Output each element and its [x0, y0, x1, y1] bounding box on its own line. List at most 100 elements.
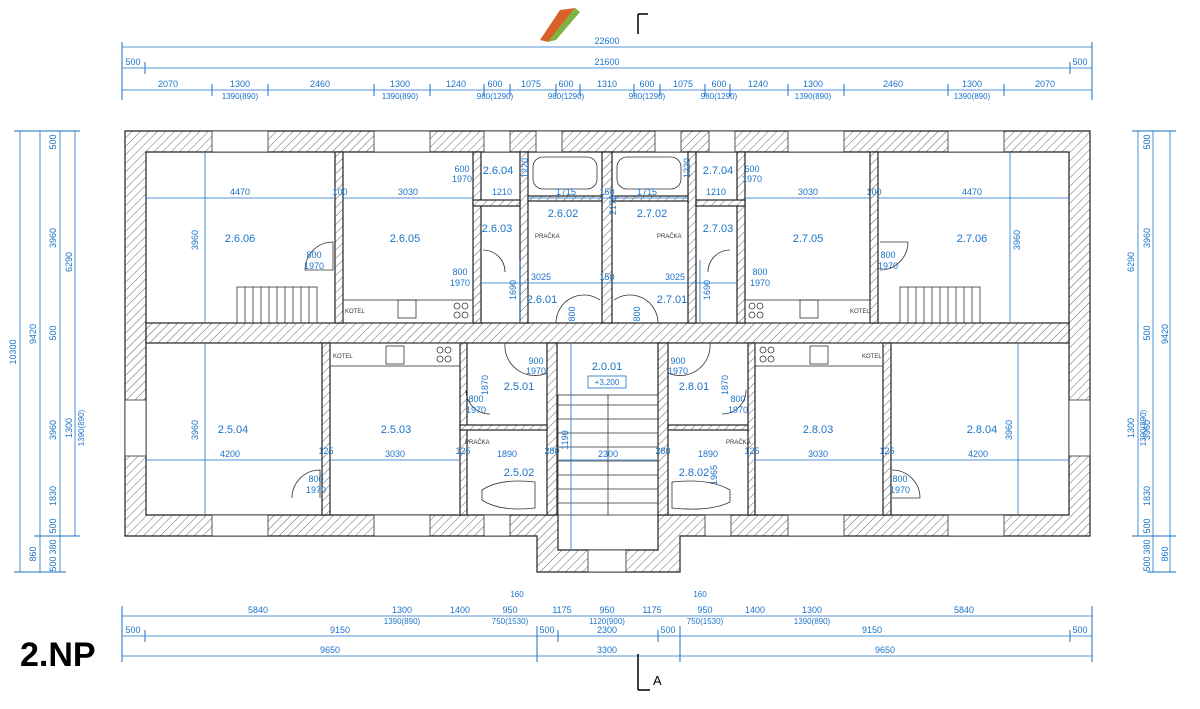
door-1970-d: 1970 — [890, 485, 910, 495]
door-1970-h: 1970 — [742, 174, 762, 184]
dim-b3-1: 3300 — [597, 645, 617, 655]
dim-b1-6: 1175 — [642, 605, 661, 615]
dim-top-inner: 21600 — [594, 57, 619, 67]
dim-b1s-3: 750(1530) — [687, 617, 724, 626]
dim-b-160-r: 160 — [693, 590, 707, 599]
dim-b1s-1: 750(1530) — [492, 617, 529, 626]
dim-t3-12: 1240 — [748, 79, 768, 89]
door-1970-a: 1970 — [304, 261, 324, 271]
dim-t3s-0: 1390(890) — [222, 92, 259, 101]
dim-t3s-5: 980(1290) — [701, 92, 738, 101]
dim-t3s-4: 980(1290) — [629, 92, 666, 101]
dim-b1-1: 1300 — [392, 605, 412, 615]
dim-t3-5: 600 — [487, 79, 502, 89]
door-900-b: 900 — [670, 356, 685, 366]
dim-1210-l: 1210 — [492, 187, 512, 197]
dim-t3-13: 1300 — [803, 79, 823, 89]
door-800-d: 800 — [892, 474, 907, 484]
dim-left-500a: 500 — [48, 134, 58, 149]
dim-280-l: 280 — [544, 446, 559, 456]
room-2-8-01: 2.8.01 — [679, 381, 710, 393]
section-marker: A — [637, 654, 662, 691]
dim-r503-w: 3030 — [385, 449, 405, 459]
dim-b1-2: 1400 — [450, 605, 470, 615]
room-labels: 2.6.06 2.6.05 2.6.04 2.6.03 2.6.02 2.6.0… — [218, 165, 998, 479]
dim-b1-10: 5840 — [954, 605, 974, 615]
dim-t3-6: 1075 — [521, 79, 541, 89]
floor-title: 2.NP — [20, 636, 96, 674]
dim-right-1390: 1390(890) — [1139, 409, 1148, 446]
dim-1190: 1190 — [560, 430, 570, 449]
room-2-7-03: 2.7.03 — [703, 223, 734, 235]
dim-t3s-7: 1390(890) — [954, 92, 991, 101]
windows — [124, 130, 1091, 573]
dim-1965: 1965 — [709, 465, 719, 485]
staircase — [557, 394, 659, 516]
dim-150-top: 150 — [599, 187, 614, 197]
dim-left-380: 380 — [48, 539, 58, 554]
dim-r803-w: 3030 — [808, 449, 828, 459]
door-1970-i: 1970 — [526, 366, 546, 376]
room-2-6-02: 2.6.02 — [548, 208, 579, 220]
door-1970-e: 1970 — [450, 278, 470, 288]
dim-right-9420: 9420 — [1160, 324, 1170, 344]
section-label: A — [653, 673, 662, 688]
door-1970-c: 1970 — [306, 485, 326, 495]
door-1970-f: 1970 — [750, 278, 770, 288]
door-800-f: 800 — [752, 267, 767, 277]
dim-left-860: 860 — [28, 546, 38, 561]
dim-t3-15: 1300 — [962, 79, 982, 89]
dim-left-500b: 500 — [48, 325, 58, 340]
room-2-6-01: 2.6.01 — [527, 294, 558, 306]
dim-r705-w: 3030 — [798, 187, 818, 197]
dim-1715-l: 1715 — [556, 187, 576, 197]
dim-t3-2: 2460 — [310, 79, 330, 89]
dim-t3s-3: 980(1290) — [548, 92, 585, 101]
dim-right-6290: 6290 — [1126, 252, 1136, 272]
door-900-a: 900 — [528, 356, 543, 366]
door-800-c: 800 — [308, 474, 323, 484]
dim-right-860: 860 — [1160, 546, 1170, 561]
dim-t3-16: 2070 — [1035, 79, 1055, 89]
dim-1870-r: 1870 — [720, 375, 730, 395]
dim-right-380: 380 — [1142, 539, 1152, 554]
dim-b3-2: 9650 — [875, 645, 895, 655]
dim-r706-w: 4470 — [962, 187, 982, 197]
dim-r706-h: 3960 — [1012, 230, 1022, 250]
dim-150-mid: 150 — [599, 272, 614, 282]
dim-left-500d: 500 — [48, 556, 58, 571]
room-2-5-01: 2.5.01 — [504, 381, 535, 393]
door-1970-g: 1970 — [452, 174, 472, 184]
dim-left-3960a: 3960 — [48, 228, 58, 248]
dim-125-2: 125 — [455, 446, 470, 456]
dim-left-1300: 1300 — [64, 418, 74, 438]
dim-b1-8: 1400 — [745, 605, 765, 615]
door-1970-b: 1970 — [878, 261, 898, 271]
room-2-6-06: 2.6.06 — [225, 233, 256, 245]
dim-left-9420: 9420 — [28, 324, 38, 344]
room-2-5-03: 2.5.03 — [381, 424, 412, 436]
room-2-7-02: 2.7.02 — [637, 208, 668, 220]
dim-t3s-2: 980(1290) — [477, 92, 514, 101]
dim-total-width: 22600 — [594, 36, 619, 46]
doors — [291, 241, 921, 499]
dim-125-3: 125 — [744, 446, 759, 456]
dim-b1-7: 950 — [697, 605, 712, 615]
room-2-8-04: 2.8.04 — [967, 424, 998, 436]
room-2-7-06: 2.7.06 — [957, 233, 988, 245]
pracka-label-4: PRAČKA — [726, 439, 751, 446]
room-2-5-04: 2.5.04 — [218, 424, 249, 436]
room-2-7-04: 2.7.04 — [703, 165, 734, 177]
dim-r504-w: 4200 — [220, 449, 240, 459]
kotel-label-4: KOTEL — [862, 354, 882, 360]
interior-dimensions: 4470 3960 100 3030 1210 1715 150 1715 12… — [146, 152, 1069, 550]
dim-1220-l: 1220 — [520, 158, 530, 178]
dim-b1-0: 5840 — [248, 605, 268, 615]
door-600-a: 600 — [454, 164, 469, 174]
dim-280-r: 280 — [655, 446, 670, 456]
dim-t3-9: 600 — [639, 79, 654, 89]
dim-t3-11: 600 — [711, 79, 726, 89]
dim-b-160-l: 160 — [510, 590, 524, 599]
dim-125-4: 125 — [879, 446, 894, 456]
